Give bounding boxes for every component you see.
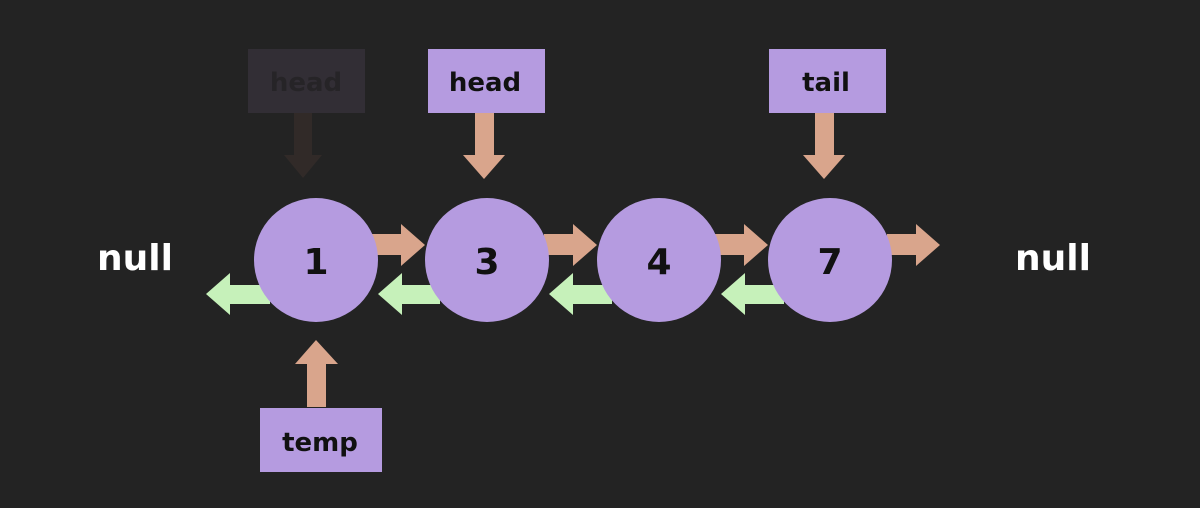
null-right-label: null bbox=[1015, 238, 1091, 279]
next-arrow-7 bbox=[887, 224, 940, 266]
prev-arrow-3 bbox=[378, 273, 440, 315]
old-head-label: head bbox=[270, 68, 342, 98]
prev-arrow-7 bbox=[721, 273, 784, 315]
node-circle bbox=[597, 198, 721, 322]
node-4: 4 bbox=[597, 198, 721, 322]
next-arrow-4 bbox=[715, 224, 768, 266]
null-left-label: null bbox=[97, 238, 173, 279]
old-head-pointer: head bbox=[248, 49, 365, 178]
node-value: 4 bbox=[646, 242, 671, 283]
prev-arrow-4 bbox=[549, 273, 612, 315]
old-head-box bbox=[248, 49, 365, 113]
temp-box bbox=[260, 408, 382, 472]
node-circle bbox=[425, 198, 549, 322]
tail-label: tail bbox=[802, 68, 850, 98]
tail-arrow bbox=[803, 113, 845, 179]
node-value: 3 bbox=[474, 242, 499, 283]
node-1: 1 bbox=[254, 198, 378, 322]
temp-pointer: temp bbox=[260, 340, 382, 472]
temp-arrow bbox=[295, 340, 338, 407]
head-arrow bbox=[463, 113, 505, 179]
old-head-arrow bbox=[284, 113, 322, 178]
head-box bbox=[428, 49, 545, 113]
node-value: 1 bbox=[303, 242, 328, 283]
next-arrow-1 bbox=[372, 224, 425, 266]
node-circle bbox=[254, 198, 378, 322]
prev-arrow-1 bbox=[206, 273, 270, 315]
next-arrow-3 bbox=[544, 224, 597, 266]
node-circle bbox=[768, 198, 892, 322]
node-3: 3 bbox=[425, 198, 549, 322]
head-pointer: head bbox=[428, 49, 545, 179]
tail-box bbox=[769, 49, 886, 113]
tail-pointer: tail bbox=[769, 49, 886, 179]
temp-label: temp bbox=[282, 428, 358, 458]
node-value: 7 bbox=[817, 242, 842, 283]
head-label: head bbox=[449, 68, 521, 98]
node-7: 7 bbox=[768, 198, 892, 322]
